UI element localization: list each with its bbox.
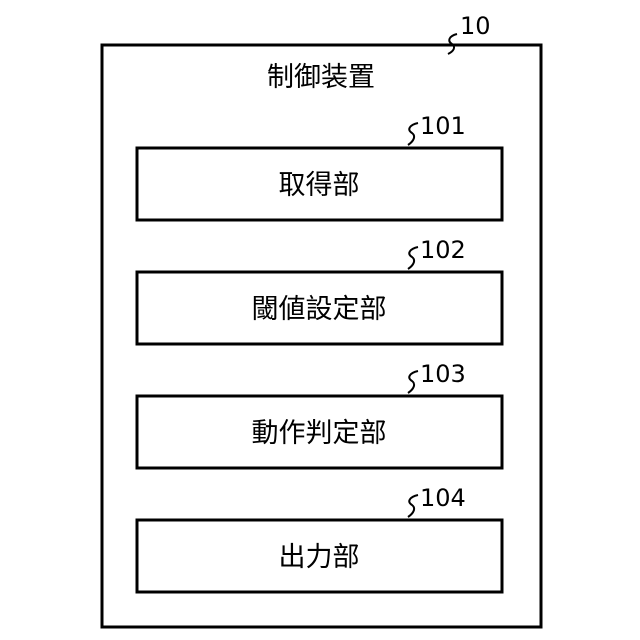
unit-ref: 101 xyxy=(420,112,466,140)
unit-ref-leader xyxy=(408,247,418,269)
unit-block: 102 閾値設定部 xyxy=(137,236,502,344)
unit-label: 出力部 xyxy=(279,542,360,573)
control-device-ref: 10 xyxy=(460,12,491,40)
unit-label: 取得部 xyxy=(279,170,360,201)
unit-ref-leader xyxy=(408,371,418,393)
unit-ref: 103 xyxy=(420,360,466,388)
unit-label: 閾値設定部 xyxy=(252,294,387,325)
unit-ref: 104 xyxy=(420,484,466,512)
unit-ref-leader xyxy=(408,123,418,145)
unit-block: 103 動作判定部 xyxy=(137,360,502,468)
control-device-title: 制御装置 xyxy=(267,62,375,93)
unit-block: 104 出力部 xyxy=(137,484,502,592)
unit-block: 101 取得部 xyxy=(137,112,502,220)
unit-label: 動作判定部 xyxy=(252,418,387,449)
unit-ref-leader xyxy=(408,495,418,517)
control-device-frame xyxy=(102,45,541,627)
unit-ref: 102 xyxy=(420,236,466,264)
